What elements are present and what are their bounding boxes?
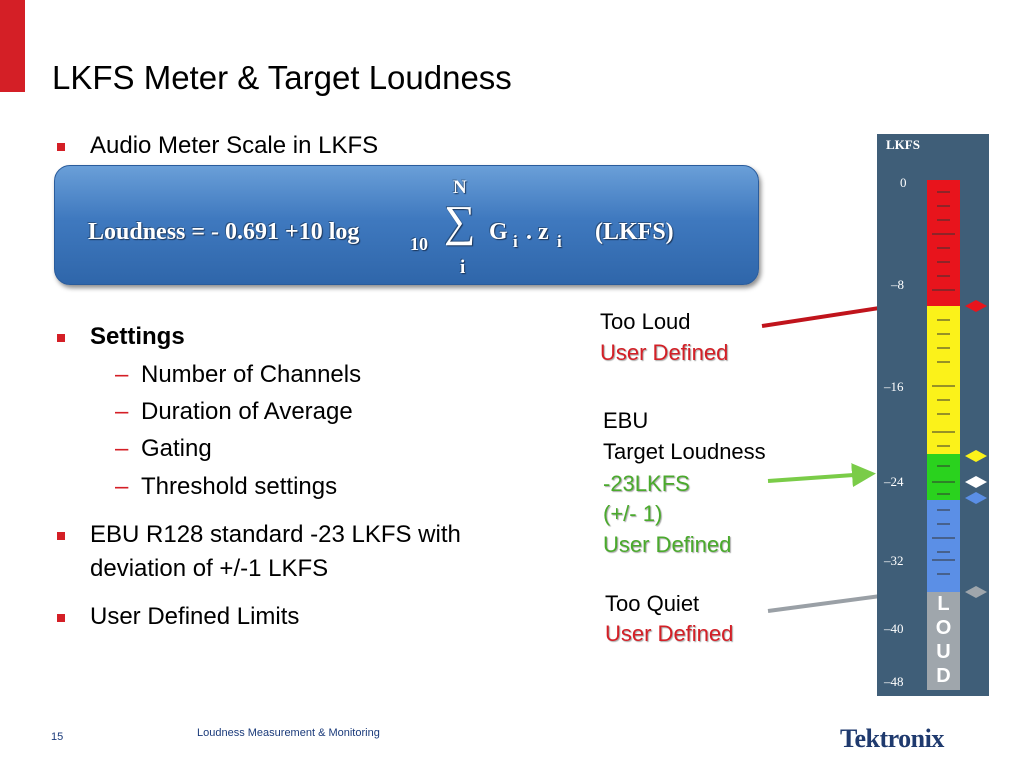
scale-label-16: –16 xyxy=(884,379,904,394)
footer-text: Loudness Measurement & Monitoring xyxy=(197,727,380,739)
scale-label-0: 0 xyxy=(900,175,907,190)
too-quiet-marker xyxy=(965,586,987,598)
dash-marker: – xyxy=(115,473,129,500)
formula-unit: (LKFS) xyxy=(595,219,674,245)
dash-marker: – xyxy=(115,435,129,462)
meter-red-zone xyxy=(927,180,960,306)
meter-blue-zone xyxy=(927,500,960,592)
sum-lower: i xyxy=(460,257,466,278)
formula-log-base: 10 xyxy=(410,234,428,254)
callout-lkfs-value: -23LKFS xyxy=(603,471,690,496)
callout-ebu: EBU xyxy=(603,408,649,433)
bullet-marker xyxy=(57,532,65,540)
sum-upper: N xyxy=(453,177,467,198)
loud-letter-d: D xyxy=(936,665,951,687)
sum-symbol: ∑ xyxy=(444,197,476,246)
meter-bar-graphic xyxy=(927,180,987,690)
page-number: 15 xyxy=(51,731,64,743)
dash-marker: – xyxy=(115,398,129,425)
callout-too-quiet: Too Quiet xyxy=(605,591,700,616)
meter-header: LKFS xyxy=(886,137,920,152)
sub-threshold: Threshold settings xyxy=(141,473,338,500)
formula-lhs: Loudness = - 0.691 +10 log xyxy=(88,219,360,245)
callout-deviation: (+/- 1) xyxy=(603,501,663,526)
loud-letter-l: L xyxy=(937,593,950,615)
target-marker xyxy=(965,476,987,488)
bullet-ebu-line1: EBU R128 standard -23 LKFS with xyxy=(90,521,461,548)
callout-target-loudness: Target Loudness xyxy=(603,439,766,464)
formula-z: . z xyxy=(526,219,549,245)
bullet-settings: Settings xyxy=(90,323,185,350)
sub-gating: Gating xyxy=(141,435,212,462)
formula-box xyxy=(54,165,759,285)
bullet-user-limits: User Defined Limits xyxy=(90,603,300,630)
meter-green-zone xyxy=(927,454,960,500)
bullet-marker xyxy=(57,614,65,622)
callout-too-loud-user-defined: User Defined xyxy=(600,340,729,365)
scale-label-40: –40 xyxy=(884,621,904,636)
dash-marker: – xyxy=(115,361,129,388)
formula-g-sub: i xyxy=(513,232,518,251)
scale-label-24: –24 xyxy=(884,474,904,489)
red-corner-tab xyxy=(0,0,25,92)
meter-gray-zone xyxy=(927,592,960,690)
bullet-ebu-line2: deviation of +/-1 LKFS xyxy=(90,555,329,582)
bullet-marker xyxy=(57,143,65,151)
slide-title: LKFS Meter & Target Loudness xyxy=(52,59,512,96)
too-loud-marker xyxy=(965,300,987,312)
formula-g: G xyxy=(489,219,508,245)
meter-yellow-zone xyxy=(927,306,960,454)
tektronix-logo: Tektronix xyxy=(840,724,944,753)
ebu-arrow xyxy=(767,463,876,488)
sub-duration: Duration of Average xyxy=(141,398,353,425)
scale-label-32: –32 xyxy=(884,553,904,568)
sub-channels: Number of Channels xyxy=(141,361,362,388)
loud-letter-o: O xyxy=(935,617,952,639)
formula-z-sub: i xyxy=(557,232,562,251)
callout-ebu-user-defined: User Defined xyxy=(603,532,732,557)
lkfs-meter: LKFS 0 –8 –16 –24 –32 –40 –48 xyxy=(877,134,989,696)
scale-label-48: –48 xyxy=(884,674,904,689)
callout-too-quiet-user-defined: User Defined xyxy=(605,621,734,646)
bullet-meter-scale: Audio Meter Scale in LKFS xyxy=(90,132,379,159)
lower-target-marker xyxy=(965,492,987,504)
bullet-marker xyxy=(57,334,65,342)
upper-target-marker xyxy=(965,450,987,462)
loud-letter-u: U xyxy=(936,641,951,663)
callout-too-loud: Too Loud xyxy=(600,309,691,334)
scale-label-8: –8 xyxy=(891,277,904,292)
